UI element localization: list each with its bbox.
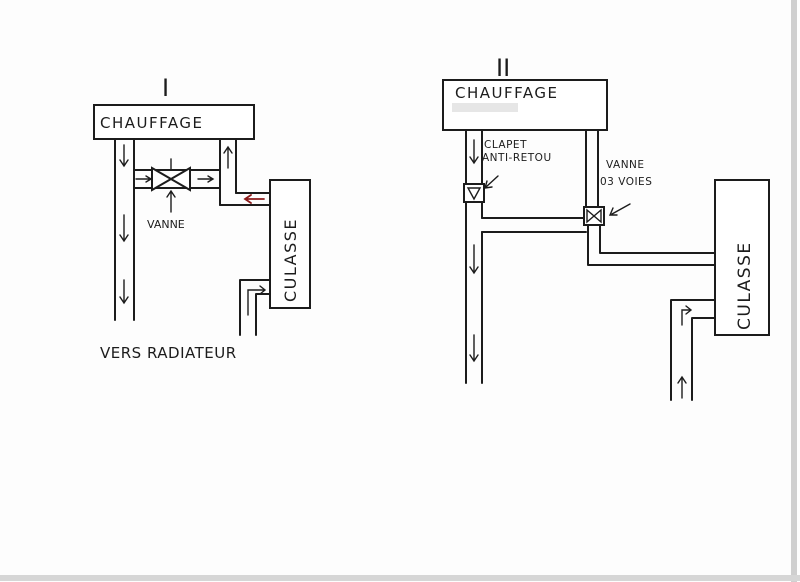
diagram-1-numeral: I	[162, 74, 169, 102]
diagram-1-valve-label: VANNE	[147, 218, 185, 231]
diagram-1-heater-box	[93, 104, 255, 140]
diagram-1: I CHAUFFAGE VANNE	[93, 74, 311, 362]
diagram-2-numeral: II	[496, 54, 510, 82]
diagram-2-check-valve-label-2: ANTI-RETOU	[482, 152, 552, 164]
diagram-2-engine-feed-outer	[587, 224, 716, 266]
diagram-1-valve-icon	[151, 166, 191, 192]
diagram-2-check-valve-triangle	[466, 187, 482, 201]
diagram-1-inlet-pipe-inner	[255, 293, 271, 336]
diagram-2-check-valve-label-1: CLAPET	[484, 139, 527, 151]
diagram-1-engine-box	[269, 179, 311, 309]
diagram-1-heater-label: CHAUFFAGE	[100, 114, 203, 132]
diagram-2: II CHAUFFAGE CLAPET ANTI-RETOU VANNE 03	[442, 54, 770, 401]
diagram-2-three-way-valve-label-1: VANNE	[606, 159, 645, 171]
diagram-1-red-flow-arrow	[243, 194, 265, 204]
diagram-2-inlet-pipe-inner	[691, 317, 716, 401]
diagram-2-engine-label: CULASSE	[735, 241, 755, 330]
diagram-1-engine-label: CULASSE	[281, 218, 300, 302]
diagram-1-inlet-arrow	[247, 285, 267, 316]
diagram-2-check-valve-pointer	[484, 175, 499, 189]
diagram-1-flow-arrow-up	[223, 145, 233, 169]
diagram-2-three-way-valve-bowtie	[586, 208, 602, 224]
diagram-1-inlet-pipe-outer	[239, 279, 271, 336]
diagram-1-valve-pointer-arrow	[166, 189, 176, 213]
diagram-1-flow-arrows-down	[119, 144, 129, 305]
diagram-2-three-way-valve-pointer	[608, 203, 631, 216]
diagram-2-erased-smudge	[452, 103, 518, 112]
diagram-2-three-way-valve-label-2: 03 VOIES	[600, 176, 652, 188]
diagram-2-engine-box	[714, 179, 770, 336]
diagram-2-inlet-pipe-outer	[670, 299, 716, 401]
diagram-2-heater-label: CHAUFFAGE	[455, 84, 558, 102]
diagram-2-inlet-arrow-turn	[681, 305, 693, 326]
diagram-1-outlet-label: VERS RADIATEUR	[100, 344, 237, 362]
diagram-2-inlet-arrow-up	[677, 375, 687, 399]
diagram-2-flow-arrows-down	[469, 139, 479, 363]
diagram-2-engine-feed-inner	[599, 224, 716, 254]
